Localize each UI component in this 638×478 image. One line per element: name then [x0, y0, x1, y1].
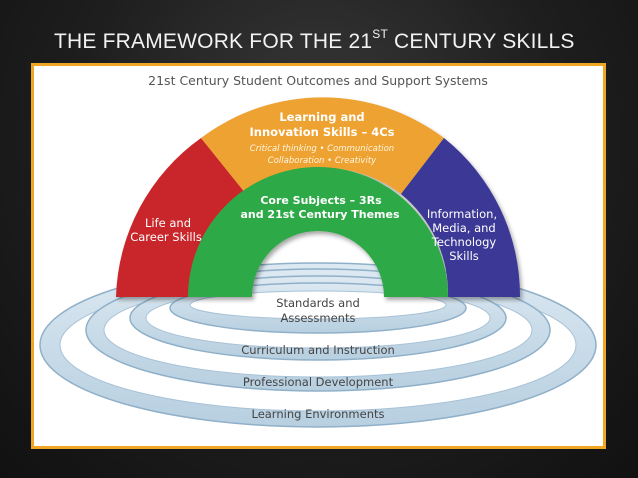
- svg-text:Information,: Information,: [427, 207, 497, 221]
- svg-text:and 21st Century Themes: and 21st Century Themes: [240, 208, 399, 221]
- slide-title-superscript: ST: [372, 27, 389, 41]
- framework-diagram: 21st Century Student Outcomes and Suppor…: [39, 73, 597, 428]
- svg-text:Critical thinking • Communicat: Critical thinking • Communication: [250, 144, 394, 154]
- svg-text:Media, and: Media, and: [432, 221, 496, 235]
- ring-label-standards-1: Standards and: [276, 296, 360, 310]
- ring-label-curriculum: Curriculum and Instruction: [241, 343, 395, 357]
- svg-text:Life and: Life and: [145, 216, 191, 230]
- svg-text:Collaboration • Creativity: Collaboration • Creativity: [268, 156, 377, 166]
- svg-text:Innovation Skills – 4Cs: Innovation Skills – 4Cs: [250, 125, 395, 139]
- slide-title-main: THE FRAMEWORK FOR THE 21: [54, 30, 373, 53]
- slide-title-end: CENTURY SKILLS: [388, 30, 575, 53]
- ring-label-environments: Learning Environments: [251, 407, 384, 421]
- information-media-label: Information, Media, and Technology Skill…: [427, 207, 497, 263]
- core-subjects-label: Core Subjects – 3Rs and 21st Century The…: [240, 194, 399, 221]
- svg-text:Skills: Skills: [449, 249, 479, 263]
- arc-learning-innovation: [201, 97, 444, 194]
- arc-information-media: [401, 138, 521, 297]
- svg-text:Core Subjects – 3Rs: Core Subjects – 3Rs: [260, 194, 382, 207]
- svg-text:Career Skills: Career Skills: [130, 230, 202, 244]
- diagram-header: 21st Century Student Outcomes and Suppor…: [148, 73, 488, 88]
- ring-labels: Standards and Assessments Curriculum and…: [241, 296, 395, 421]
- life-career-label: Life and Career Skills: [130, 216, 202, 244]
- svg-text:Learning and: Learning and: [279, 110, 364, 124]
- ring-label-standards-2: Assessments: [281, 311, 356, 325]
- svg-text:Technology: Technology: [431, 235, 497, 249]
- learning-innovation-label: Learning and Innovation Skills – 4Cs Cri…: [250, 110, 395, 166]
- slide-title: THE FRAMEWORK FOR THE 21ST CENTURY SKILL…: [54, 27, 575, 54]
- arc-life-career: [116, 138, 246, 297]
- ring-label-professional: Professional Development: [243, 375, 394, 389]
- arc-core-subjects: [188, 167, 448, 297]
